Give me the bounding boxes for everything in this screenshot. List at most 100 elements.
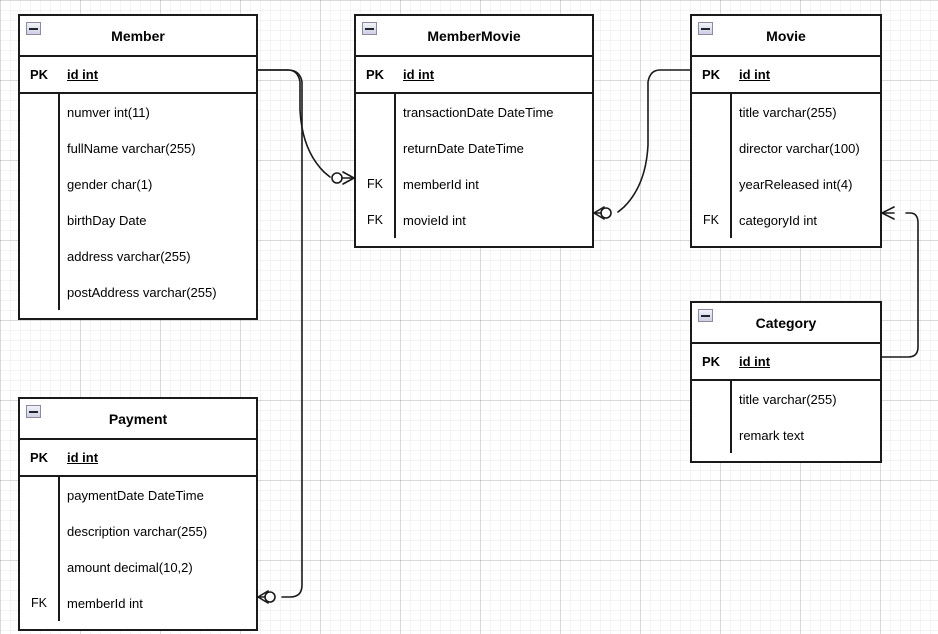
field-name-label: numver int(11)	[67, 104, 150, 120]
field-row[interactable]: yearReleased int(4)	[692, 166, 880, 202]
connector-movie-membermovie	[617, 69, 691, 213]
entity-name-label: Payment	[108, 411, 168, 427]
field-row[interactable]: paymentDate DateTime	[20, 477, 256, 513]
field-name-label: postAddress varchar(255)	[67, 284, 217, 300]
field-row[interactable]: description varchar(255)	[20, 513, 256, 549]
crowsfoot-movie-categoryid	[881, 206, 895, 220]
field-name-label: id int	[403, 67, 435, 82]
field-row[interactable]: FK movieId int	[356, 202, 592, 238]
field-name-label: yearReleased int(4)	[739, 176, 853, 192]
key-column-divider	[730, 381, 732, 453]
minus-box-icon[interactable]	[698, 22, 713, 35]
field-name-label: id int	[739, 354, 771, 369]
key-column-divider	[394, 94, 396, 238]
field-row[interactable]: FK categoryId int	[692, 202, 880, 238]
field-name-label: title varchar(255)	[739, 391, 837, 407]
crowsfoot-membermovie-movieid	[593, 206, 605, 220]
minus-box-icon[interactable]	[26, 405, 41, 418]
field-name-label: gender char(1)	[67, 176, 153, 192]
field-name-label: title varchar(255)	[739, 104, 837, 120]
cardinality-zero-member-payment	[264, 591, 276, 603]
field-name-label: description varchar(255)	[67, 523, 208, 539]
field-row[interactable]: address varchar(255)	[20, 238, 256, 274]
field-name-label: address varchar(255)	[67, 248, 191, 264]
field-name-label: birthDay Date	[67, 212, 147, 228]
field-row[interactable]: director varchar(100)	[692, 130, 880, 166]
field-name-label: id int	[67, 67, 99, 82]
key-column-divider	[58, 477, 60, 621]
field-row[interactable]: PK id int	[20, 440, 256, 477]
field-row[interactable]: FK memberId int	[356, 166, 592, 202]
connector-movie-category	[881, 212, 919, 358]
field-name-label: transactionDate DateTime	[403, 104, 554, 120]
field-name-label: remark text	[739, 427, 805, 443]
entity-name-label: Movie	[766, 28, 806, 44]
cardinality-zero-member-membermovie	[331, 172, 343, 184]
field-row[interactable]: PK id int	[692, 57, 880, 94]
field-row[interactable]: remark text	[692, 417, 880, 453]
entity-title-category: Category	[692, 303, 880, 344]
crowsfoot-payment-memberid	[257, 590, 269, 604]
field-key-label: FK	[703, 213, 719, 227]
field-row[interactable]: returnDate DateTime	[356, 130, 592, 166]
field-name-label: movieId int	[403, 212, 466, 228]
entity-title-movie: Movie	[692, 16, 880, 57]
field-row[interactable]: postAddress varchar(255)	[20, 274, 256, 310]
field-name-label: paymentDate DateTime	[67, 487, 204, 503]
entity-fields-payment: PK id int paymentDate DateTime description …	[20, 440, 256, 629]
entity-name-label: Category	[755, 315, 817, 331]
field-key-label: FK	[31, 596, 47, 610]
field-key-label: PK	[701, 354, 721, 369]
field-key-label: PK	[365, 67, 385, 82]
field-name-label: id int	[739, 67, 771, 82]
entity-fields-member: PK id int numver int(11) fullName varchar(2…	[20, 57, 256, 318]
key-column-divider	[730, 94, 732, 238]
connector-member-payment	[257, 69, 303, 598]
cardinality-zero-movie-membermovie	[600, 207, 612, 219]
field-name-label: returnDate DateTime	[403, 140, 524, 156]
field-key-label: PK	[701, 67, 721, 82]
key-column-divider	[58, 94, 60, 310]
crowsfoot-membermovie-memberid	[341, 171, 355, 185]
entity-fields-movie: PK id int title varchar(255) director varch…	[692, 57, 880, 246]
entity-fields-category: PK id int title varchar(255) remark text	[692, 344, 880, 461]
field-name-label: director varchar(100)	[739, 140, 860, 156]
field-name-label: memberId int	[67, 595, 143, 611]
field-key-label: FK	[367, 213, 383, 227]
field-row[interactable]: numver int(11)	[20, 94, 256, 130]
connector-member-membermovie	[257, 69, 331, 178]
field-row[interactable]: PK id int	[20, 57, 256, 94]
minus-box-icon[interactable]	[362, 22, 377, 35]
field-key-label: FK	[367, 177, 383, 191]
field-row[interactable]: amount decimal(10,2)	[20, 549, 256, 585]
entity-title-member: Member	[20, 16, 256, 57]
field-row[interactable]: PK id int	[692, 344, 880, 381]
field-name-label: fullName varchar(255)	[67, 140, 196, 156]
field-key-label: PK	[29, 450, 49, 465]
field-row[interactable]: gender char(1)	[20, 166, 256, 202]
minus-box-icon[interactable]	[698, 309, 713, 322]
field-key-label: PK	[29, 67, 49, 82]
minus-box-icon[interactable]	[26, 22, 41, 35]
field-row[interactable]: PK id int	[356, 57, 592, 94]
field-row[interactable]: transactionDate DateTime	[356, 94, 592, 130]
field-row[interactable]: title varchar(255)	[692, 381, 880, 417]
entity-title-membermovie: MemberMovie	[356, 16, 592, 57]
field-name-label: id int	[67, 450, 99, 465]
entity-fields-membermovie: PK id int transactionDate DateTime returnDa…	[356, 57, 592, 246]
field-name-label: categoryId int	[739, 212, 818, 228]
field-row[interactable]: FK memberId int	[20, 585, 256, 621]
field-row[interactable]: title varchar(255)	[692, 94, 880, 130]
field-name-label: memberId int	[403, 176, 479, 192]
field-row[interactable]: fullName varchar(255)	[20, 130, 256, 166]
field-name-label: amount decimal(10,2)	[67, 559, 193, 575]
entity-name-label: MemberMovie	[427, 28, 521, 44]
field-row[interactable]: birthDay Date	[20, 202, 256, 238]
entity-title-payment: Payment	[20, 399, 256, 440]
